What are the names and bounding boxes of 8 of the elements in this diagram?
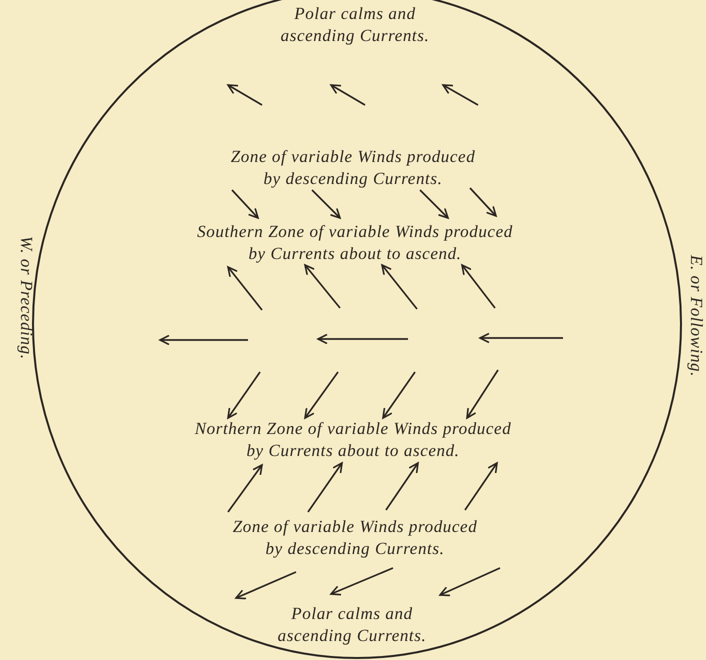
- zone-label: Southern Zone of variable Winds produced by Currents about to ascend.: [197, 221, 513, 265]
- side-label: W. or Preceding.: [16, 236, 36, 360]
- zone-label: Zone of variable Winds produced by descending Currents.: [230, 146, 476, 190]
- zone-label: Polar calms and ascending Currents.: [278, 603, 426, 647]
- zone-label: Polar calms and ascending Currents.: [280, 3, 430, 47]
- side-label: E. or Following.: [686, 255, 706, 377]
- zone-label: Zone of variable Winds produced by descending Currents.: [232, 516, 478, 560]
- zone-label: Northern Zone of variable Winds produced by Currents about to ascend.: [194, 418, 512, 462]
